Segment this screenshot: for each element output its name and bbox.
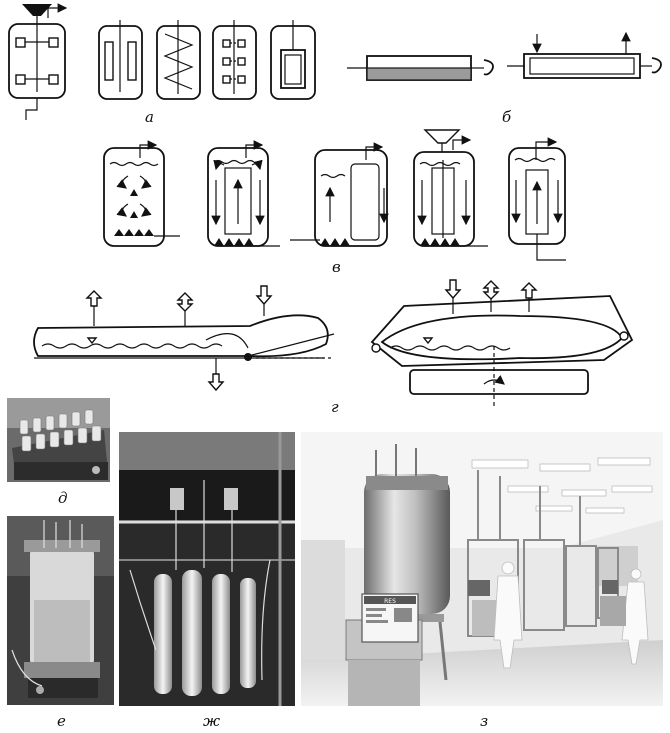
photo-e-glass-bioreactor: е [7, 516, 114, 730]
panel-b-tubular-reactors: б [347, 31, 662, 126]
label-b: б [502, 108, 512, 126]
airlift-external-loop-icon [290, 142, 389, 247]
panel-a-stirred-reactors: а [8, 3, 316, 126]
bubble-column-icon [103, 140, 180, 247]
tubular-reactor-icon [507, 31, 662, 79]
label-e: е [57, 712, 66, 730]
photo-d-shaker-flasks: д [7, 398, 110, 507]
airlift-internal-loop-icon [207, 140, 280, 247]
photo-zh-column-bioreactors: ж [119, 432, 295, 730]
photo-z-cleanroom-facility: RES з [301, 432, 663, 730]
reactor-basket-icon [270, 20, 316, 100]
label-v: в [332, 258, 341, 276]
membrane-reactor-icon [347, 55, 494, 81]
label-z: з [480, 712, 488, 730]
panel-g-wave-reactors: г [33, 279, 634, 416]
airlift-funnel-icon [413, 129, 488, 247]
rocking-platform-reactor-icon [370, 279, 634, 406]
reactor-multi-impeller-icon [212, 20, 257, 100]
label-a: а [145, 108, 154, 126]
label-zh: ж [203, 712, 220, 730]
control-screen-text: RES [384, 598, 396, 605]
reactor-helix-icon [156, 20, 201, 100]
airlift-bottom-feed-icon [508, 137, 566, 261]
reactor-paddles-icon [98, 20, 143, 100]
wave-bag-reactor-icon [33, 285, 335, 392]
stirred-tank-reactor-icon [8, 3, 68, 120]
panel-v-airlift-reactors: в [103, 129, 566, 276]
label-g: г [331, 398, 339, 416]
label-d: д [58, 489, 68, 507]
